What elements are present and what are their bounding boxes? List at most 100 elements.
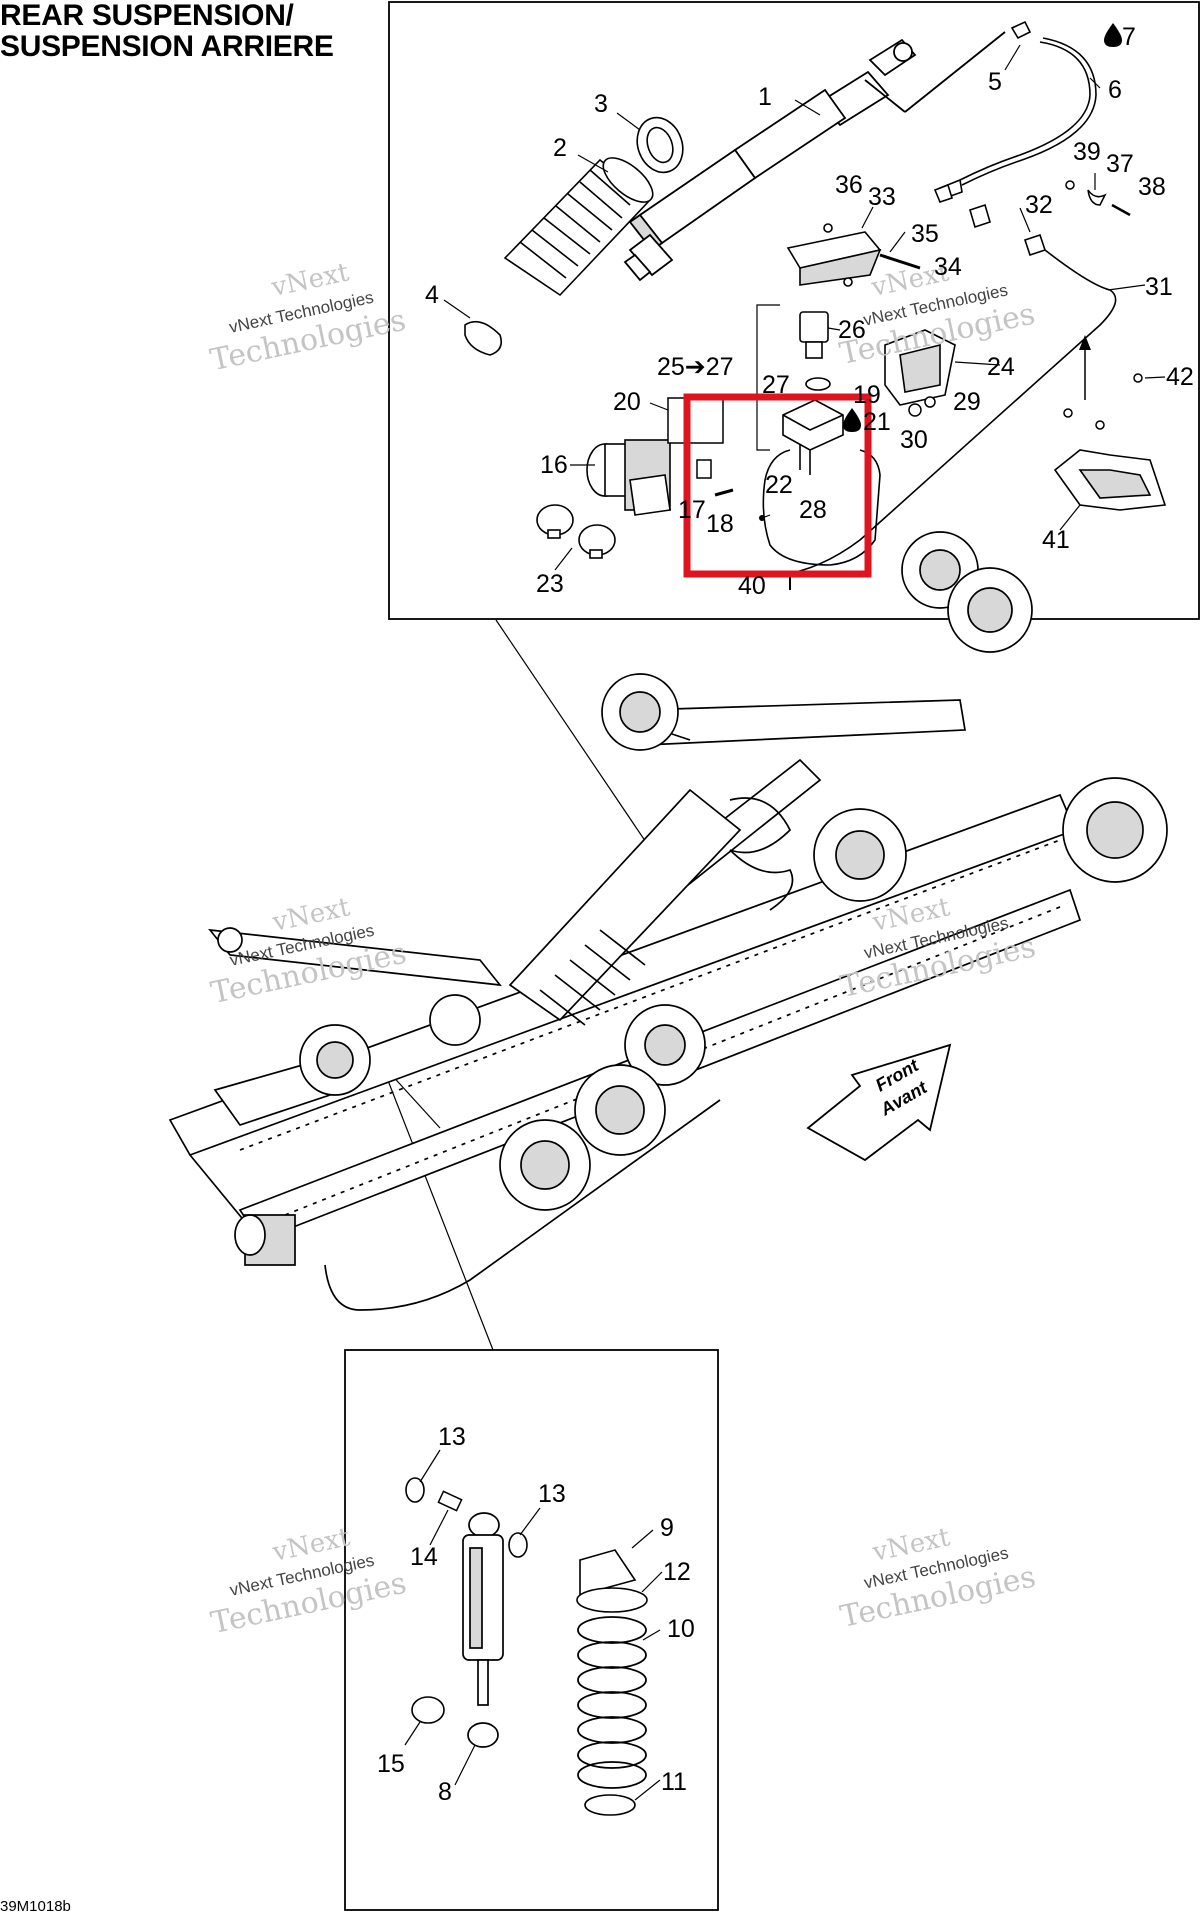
callout-18: 18 — [706, 510, 734, 538]
grease-drop-icon — [1104, 23, 1122, 47]
callout-20: 20 — [613, 388, 641, 416]
callout-2: 2 — [553, 134, 567, 162]
part-1-leader — [794, 99, 821, 116]
bellows-boot-part — [503, 157, 654, 297]
watermark-top-left: vNext vNext Technologies Technologies — [207, 257, 408, 378]
callout-29: 29 — [953, 388, 981, 416]
screw-part-38 — [1111, 203, 1131, 217]
label-part-20 — [667, 397, 724, 444]
part-24-leader — [954, 361, 1001, 366]
part-13b-leader — [519, 1507, 541, 1536]
part-22-leader — [761, 514, 771, 519]
bracket-part-33 — [786, 223, 882, 287]
upper-detail-box — [388, 1, 1200, 620]
callout-36: 36 — [835, 171, 863, 199]
part-42-leader — [1144, 376, 1166, 379]
washer-part-30 — [908, 403, 922, 417]
fitting-part-17 — [696, 459, 712, 479]
part-6-leader — [1089, 77, 1101, 89]
bushing-part-13 — [405, 1477, 528, 1558]
part-13a-leader — [419, 1449, 441, 1483]
callout-4: 4 — [425, 281, 439, 309]
part-35-leader — [889, 231, 906, 253]
part-26-leader — [827, 327, 841, 331]
callout-21: 21 — [863, 408, 891, 436]
watermark-bottom-left: vNext vNext Technologies Technologies — [208, 1522, 409, 1641]
callout-22: 22 — [765, 471, 793, 499]
part-32-leader — [1019, 207, 1031, 233]
assembly-arrow-head — [1079, 335, 1091, 350]
callout-40: 40 — [738, 572, 766, 600]
bracket-part-24 — [884, 329, 956, 406]
callout-5: 5 — [988, 68, 1002, 96]
highlighted-region-box — [683, 393, 872, 578]
callout-15: 15 — [377, 1750, 405, 1778]
callout-8: 8 — [438, 1778, 452, 1806]
motor-part-16 — [586, 439, 671, 516]
shock-absorber-part — [623, 31, 1006, 282]
part-5-leader — [1004, 44, 1021, 71]
coil-spring-part-10 — [577, 1616, 647, 1789]
part-12-leader — [641, 1571, 663, 1593]
screw-part-42c — [1133, 373, 1143, 383]
bushing-part-15 — [411, 1696, 445, 1724]
callout-13a: 13 — [438, 1423, 466, 1451]
part-9-leader — [631, 1529, 654, 1549]
callout-12: 12 — [663, 1558, 691, 1586]
solenoid-part-26 — [799, 311, 831, 391]
callout-9: 9 — [660, 1514, 674, 1542]
figure-code: 39M1018b — [0, 1898, 71, 1915]
part-10-leader — [642, 1629, 661, 1641]
callout-37: 37 — [1106, 150, 1134, 178]
small-shock-part — [462, 1512, 504, 1748]
part-33-leader — [861, 206, 874, 229]
callout-42: 42 — [1166, 363, 1194, 391]
part-14-leader — [429, 1509, 449, 1546]
clamps-part-23 — [536, 504, 616, 559]
bolt-part-35 — [879, 253, 921, 270]
callout-11: 11 — [661, 1768, 687, 1796]
main-suspension-assembly — [168, 531, 1168, 1311]
callout-34: 34 — [934, 253, 962, 281]
leader-line-lower-box-2 — [379, 1059, 494, 1351]
callout-7: 7 — [1122, 23, 1136, 51]
callout-14: 14 — [410, 1543, 438, 1571]
callout-23: 23 — [536, 570, 564, 598]
callout-25-27: 25➔27 — [657, 353, 734, 381]
page-title: REAR SUSPENSION/ SUSPENSION ARRIERE — [0, 0, 334, 62]
nut-part-39 — [1065, 180, 1075, 190]
part-11-leader — [634, 1779, 661, 1801]
callout-17: 17 — [678, 496, 706, 524]
ring-part-12 — [576, 1587, 648, 1613]
part-2-leader — [577, 154, 609, 173]
grease-drop-icon-2 — [843, 408, 861, 432]
screw-part-42b — [1095, 420, 1105, 430]
callout-28: 28 — [799, 496, 827, 524]
callout-32: 32 — [1025, 191, 1053, 219]
watermark-bottom-right: vNext vNext Technologies Technologies — [837, 1522, 1038, 1635]
leader-line-upper-box — [495, 619, 657, 858]
group-bracket-25-27 — [756, 304, 780, 451]
part-4-leader — [443, 299, 471, 319]
guard-part-41 — [1053, 449, 1167, 511]
part-20-leader — [649, 402, 669, 411]
callout-31: 31 — [1145, 273, 1173, 301]
callout-27: 27 — [762, 371, 790, 399]
front-direction-arrow: Front Avant — [806, 1043, 952, 1162]
clamp-part-37 — [1087, 189, 1107, 206]
hose-part-40 — [762, 449, 881, 566]
sleeve-part-14 — [437, 1490, 463, 1512]
callout-39: 39 — [1073, 138, 1101, 166]
callout-41: 41 — [1042, 526, 1070, 554]
callout-16: 16 — [540, 451, 568, 479]
cable-part-31 — [760, 183, 1117, 576]
callout-38: 38 — [1138, 173, 1166, 201]
callout-26: 26 — [838, 316, 866, 344]
lower-detail-box — [344, 1349, 719, 1911]
part-31-leader — [1107, 284, 1146, 291]
nut-part-29 — [924, 396, 936, 408]
fitting-part-18 — [714, 488, 734, 497]
callout-30: 30 — [900, 426, 928, 454]
title-line-french: SUSPENSION ARRIERE — [0, 30, 334, 63]
